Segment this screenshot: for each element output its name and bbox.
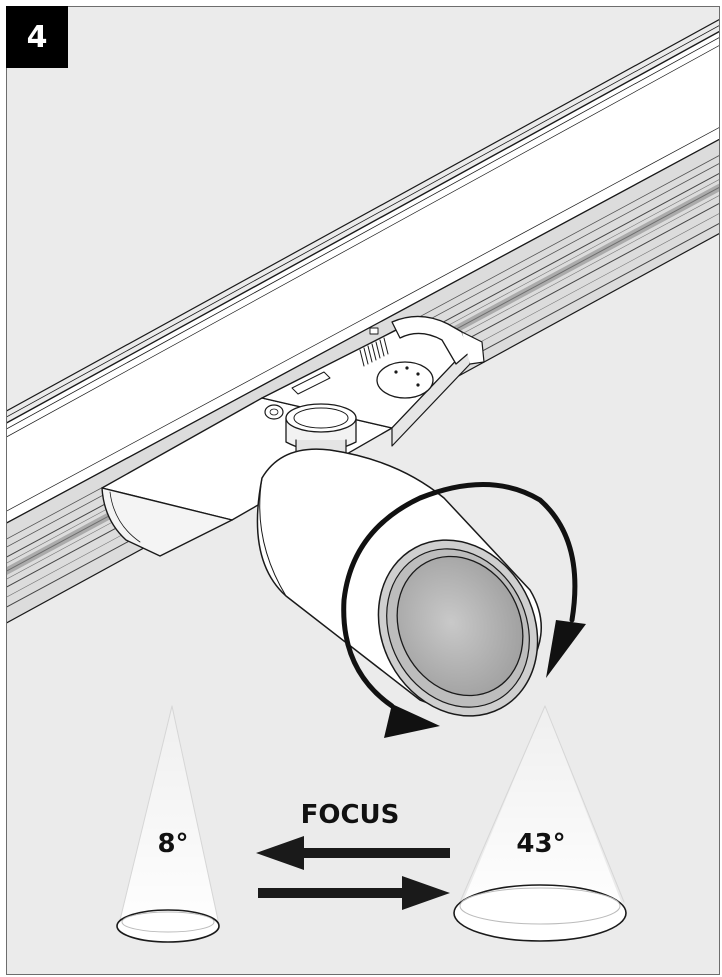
focus-arrow-right	[258, 876, 450, 910]
step-number-badge: 4	[6, 6, 68, 68]
focus-label: FOCUS	[301, 800, 400, 830]
wide-angle-label: 43°	[516, 829, 565, 859]
narrow-beam-cone	[116, 705, 220, 943]
rotation-arrowhead-bottom	[384, 704, 440, 738]
narrow-angle-label: 8°	[157, 829, 188, 859]
spotlight-head	[256, 448, 542, 717]
narrow-beam-spot	[116, 909, 220, 943]
wide-beam-spot	[453, 884, 627, 942]
focus-arrow-left	[256, 836, 450, 870]
wide-beam-cone	[453, 705, 627, 942]
track-adapter	[101, 315, 485, 557]
rotation-arrowhead-right	[546, 620, 586, 678]
track-rail-top-face	[7, 30, 719, 524]
rotation-arrow	[341, 482, 586, 738]
lens	[396, 555, 524, 697]
